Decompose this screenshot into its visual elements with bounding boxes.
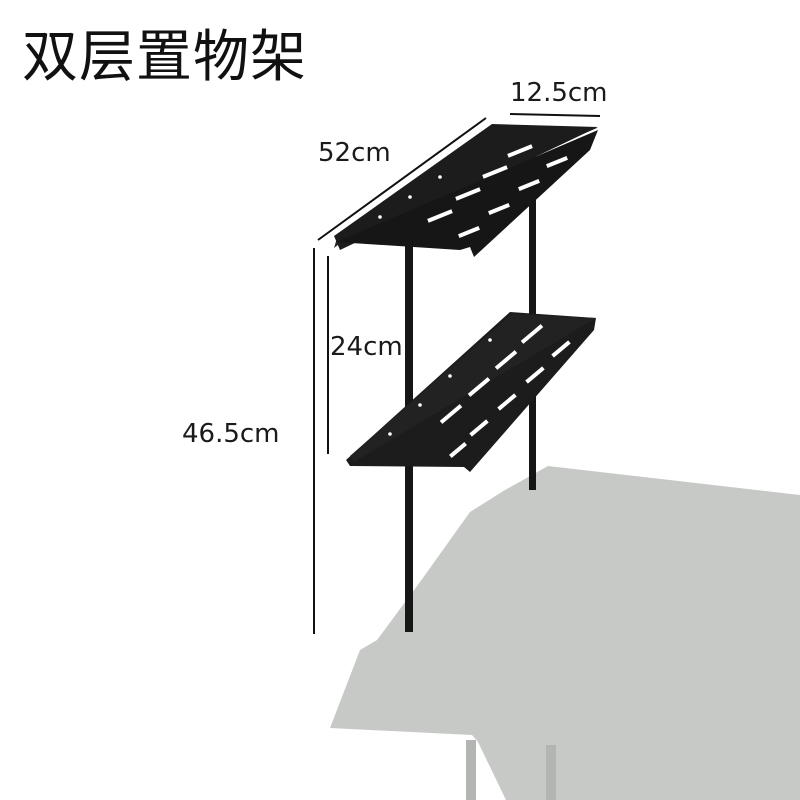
table-illustration: [330, 466, 800, 800]
shelf-gap-label: 24cm: [330, 332, 403, 362]
table-top: [330, 466, 800, 800]
bottom-shelf: [346, 312, 596, 472]
length-label: 52cm: [318, 138, 391, 168]
dimension-lines: [313, 113, 601, 634]
top-shelf: [334, 124, 598, 257]
length-dimension-line: [317, 117, 487, 241]
total-height-label: 46.5cm: [182, 419, 280, 449]
table-leg-left: [466, 740, 476, 800]
table-leg-right: [546, 745, 556, 800]
width-dimension-line: [509, 113, 601, 117]
product-title: 双层置物架: [22, 25, 307, 90]
width-label: 12.5cm: [510, 78, 608, 108]
pole-back: [529, 134, 536, 490]
